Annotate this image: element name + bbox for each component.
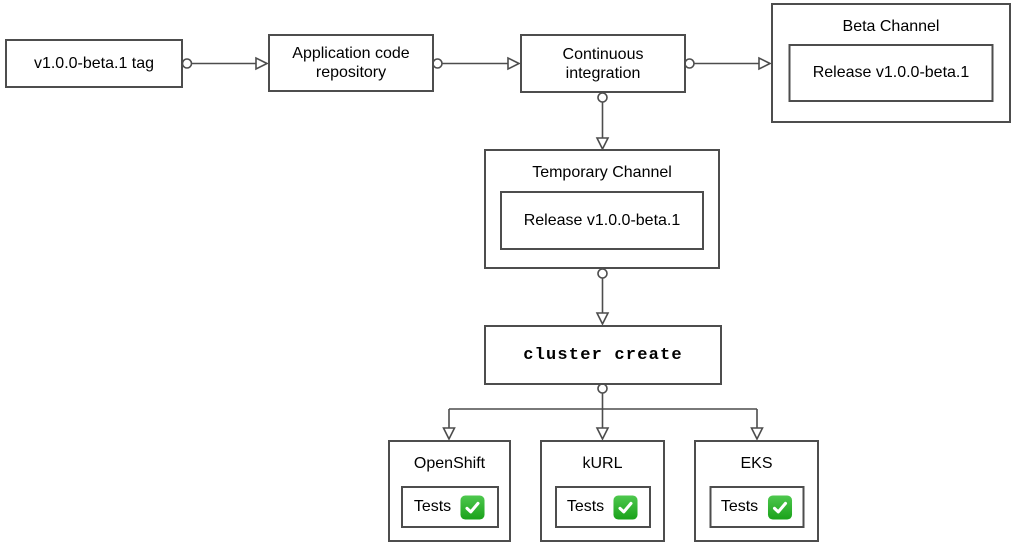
node-application-code-repository: Application code repository xyxy=(268,34,434,92)
group-beta-channel: Beta Channel Release v1.0.0-beta.1 xyxy=(771,3,1011,123)
group-temporary-channel: Temporary Channel Release v1.0.0-beta.1 xyxy=(484,149,720,269)
edge-temporary-channel-to-cluster-create xyxy=(595,268,610,326)
node-continuous-integration: Continuous integration xyxy=(520,34,686,93)
check-mark-icon xyxy=(460,494,485,520)
check-mark-icon xyxy=(767,494,792,520)
node-openshift-tests: Tests xyxy=(400,486,499,528)
node-beta-release: Release v1.0.0-beta.1 xyxy=(788,44,994,102)
node-cluster-create: cluster create xyxy=(484,325,722,385)
node-version-tag: v1.0.0-beta.1 tag xyxy=(5,39,183,88)
node-temporary-release: Release v1.0.0-beta.1 xyxy=(500,191,704,250)
edge-ci-to-temporary-channel xyxy=(595,92,610,151)
group-openshift: OpenShift Tests xyxy=(388,440,511,542)
kurl-tests-label: Tests xyxy=(566,498,605,515)
node-version-tag-label: v1.0.0-beta.1 tag xyxy=(33,55,155,72)
group-kurl-title: kURL xyxy=(582,455,623,472)
node-kurl-tests: Tests xyxy=(554,486,651,528)
node-cluster-create-label: cluster create xyxy=(523,345,683,365)
node-beta-release-label: Release v1.0.0-beta.1 xyxy=(812,64,970,81)
eks-tests-label: Tests xyxy=(720,498,759,515)
node-temporary-release-label: Release v1.0.0-beta.1 xyxy=(523,211,681,229)
group-openshift-title: OpenShift xyxy=(413,455,486,472)
openshift-tests-label: Tests xyxy=(413,498,452,515)
check-mark-icon xyxy=(613,494,638,520)
edge-ci-to-beta-channel xyxy=(684,56,772,71)
edge-repo-to-ci xyxy=(432,56,521,71)
group-temporary-channel-title: Temporary Channel xyxy=(532,164,672,181)
group-eks-title: EKS xyxy=(740,455,773,472)
node-application-code-repository-label: Application code repository xyxy=(292,45,410,81)
group-beta-channel-title: Beta Channel xyxy=(842,18,940,35)
node-continuous-integration-label: Continuous integration xyxy=(562,45,644,82)
group-eks: EKS Tests xyxy=(694,440,819,542)
edge-tag-to-repo xyxy=(181,56,269,71)
edge-cluster-create-to-test-clusters xyxy=(442,383,764,441)
group-kurl: kURL Tests xyxy=(540,440,665,542)
node-eks-tests: Tests xyxy=(709,486,804,528)
